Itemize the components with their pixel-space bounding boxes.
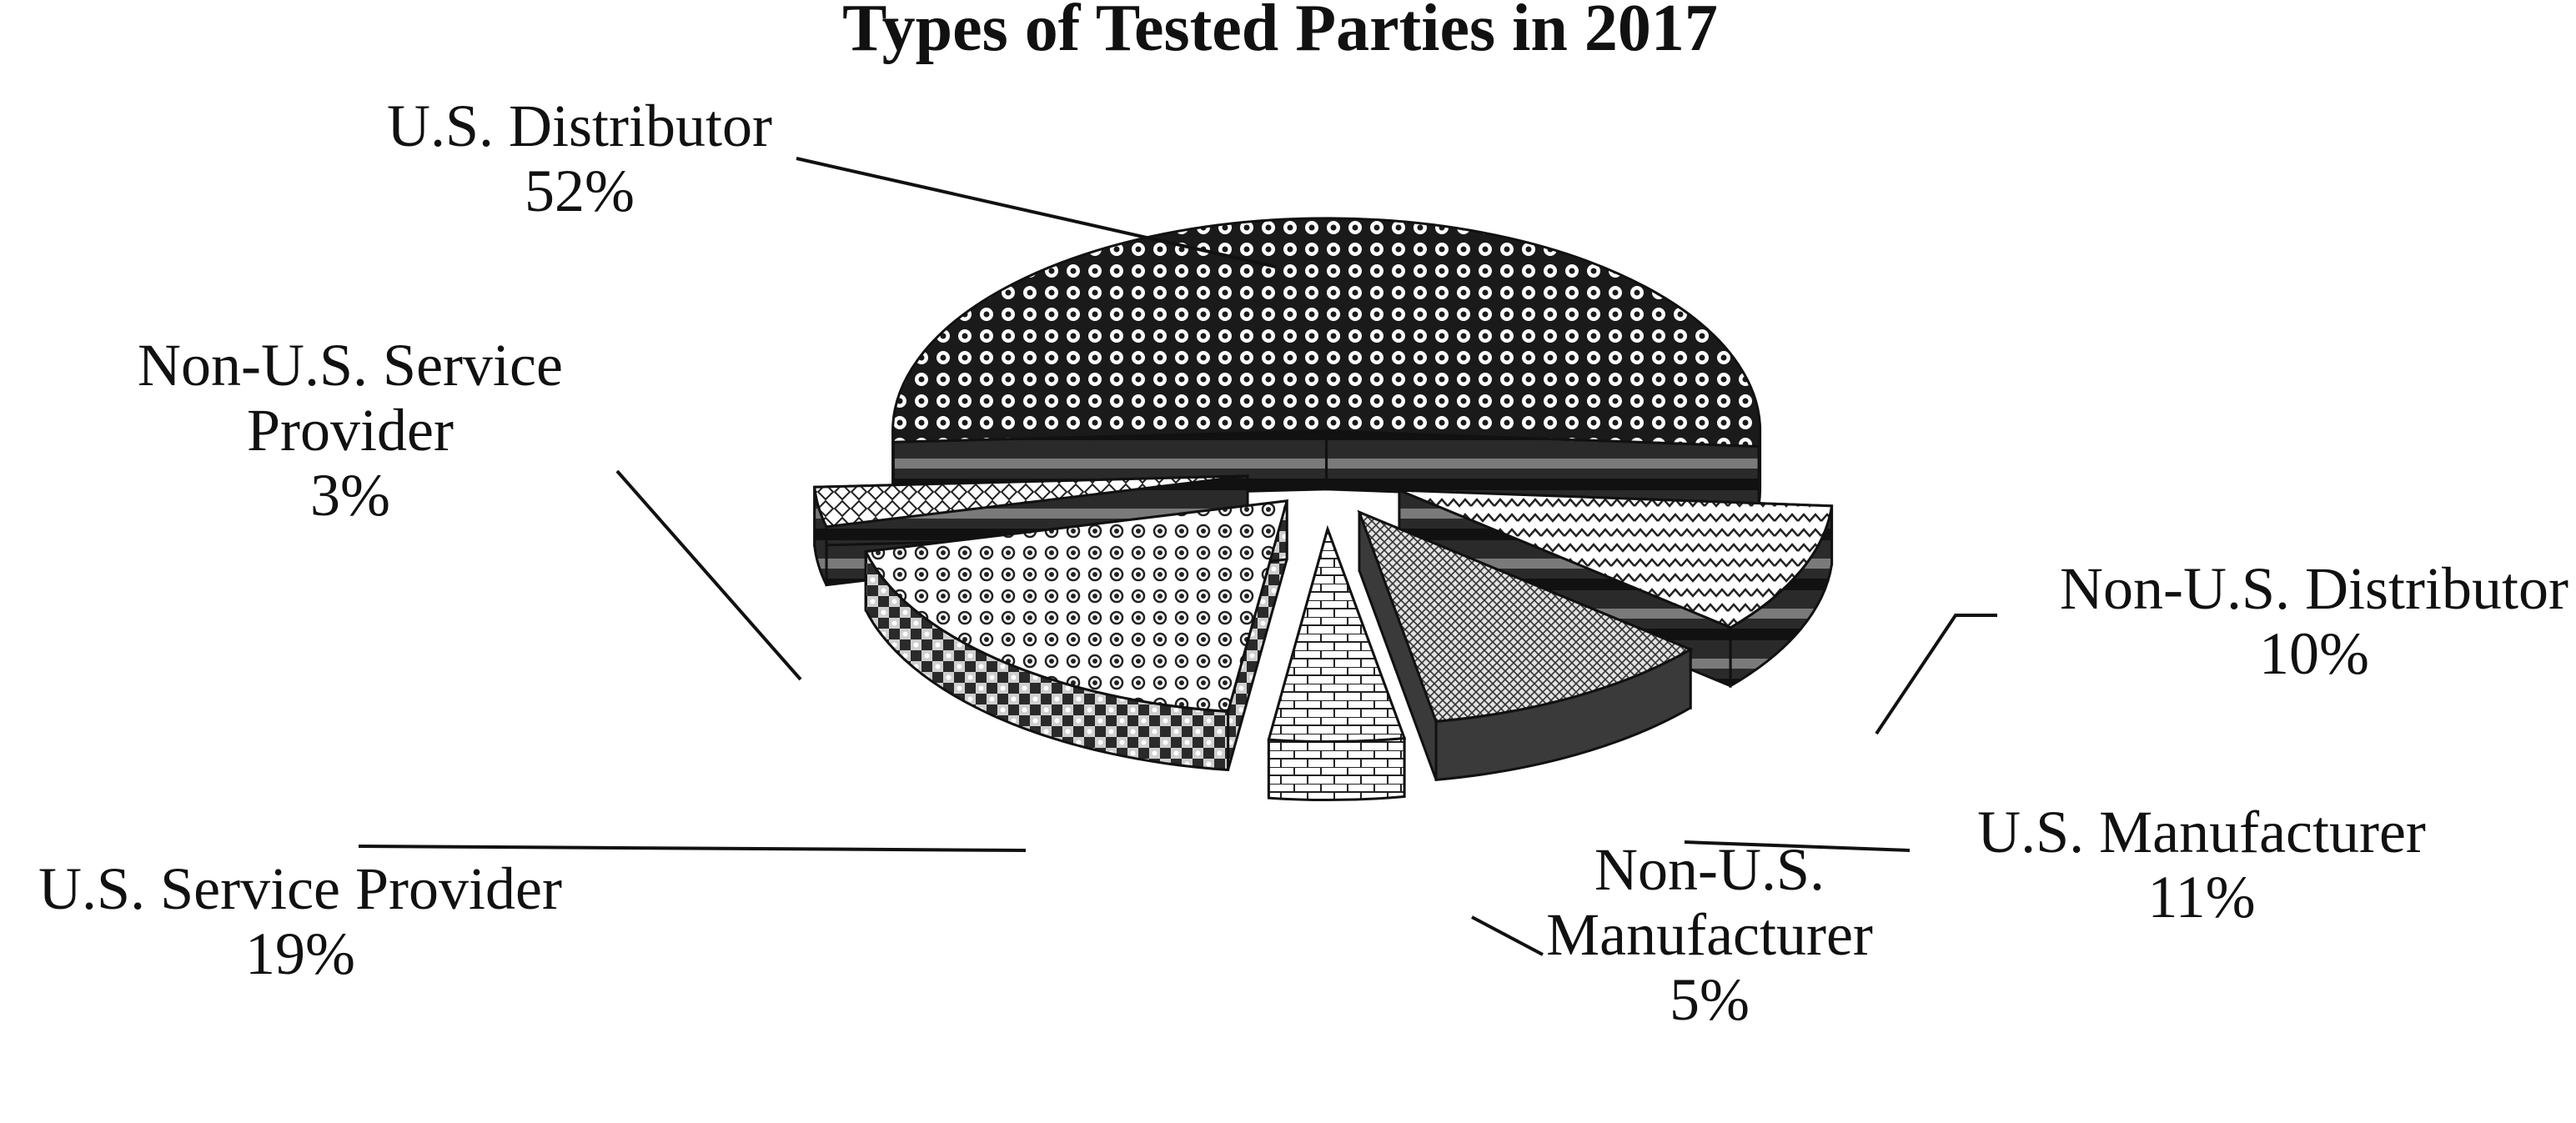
slice-value-2: 10% <box>2259 620 2369 687</box>
slice-6-top <box>813 474 1248 529</box>
leader-line-3 <box>1684 840 1911 852</box>
slice-value-5: 19% <box>245 920 355 987</box>
slice-3-top <box>1357 509 1694 723</box>
slice-value-3: 11% <box>2147 864 2255 930</box>
leader-line-2 <box>1875 614 1997 735</box>
slice-name-6-line-2: Provider <box>247 397 454 464</box>
slice-5-top <box>863 499 1289 714</box>
slice-5 <box>863 499 1289 772</box>
leader-line-5 <box>358 845 1027 852</box>
slice-value-1: 52% <box>525 158 635 224</box>
leader-line-6 <box>615 469 802 681</box>
slice-name-2-line-1: Non-U.S. Distributor <box>2060 555 2568 622</box>
slice-4-rim-1 <box>1267 736 1406 802</box>
slice-name-1-line-1: U.S. Distributor <box>387 93 772 159</box>
slice-name-6-line-1: Non-U.S. Service <box>138 332 563 399</box>
slice-4 <box>1267 524 1407 802</box>
chart-title: Types of Tested Parties in 2017 <box>842 0 1718 65</box>
slice-1-top <box>891 217 1762 449</box>
slice-name-4-line-2: Manufacturer <box>1546 901 1873 968</box>
slice-name-3-line-1: U.S. Manufacturer <box>1977 799 2426 865</box>
leader-line-1 <box>796 157 1277 268</box>
slice-3 <box>1357 509 1694 781</box>
slices <box>813 217 1834 802</box>
slice-value-4: 5% <box>1670 966 1750 1033</box>
slice-name-5-line-1: U.S. Service Provider <box>38 855 562 922</box>
slice-4-top <box>1267 524 1407 744</box>
slice-1 <box>891 217 1762 507</box>
slice-name-4-line-1: Non-U.S. <box>1594 836 1825 903</box>
leader-lines <box>358 157 1997 956</box>
leader-line-4 <box>1471 915 1544 956</box>
slice-2-top <box>1398 489 1834 629</box>
slice-value-6: 3% <box>310 462 390 529</box>
